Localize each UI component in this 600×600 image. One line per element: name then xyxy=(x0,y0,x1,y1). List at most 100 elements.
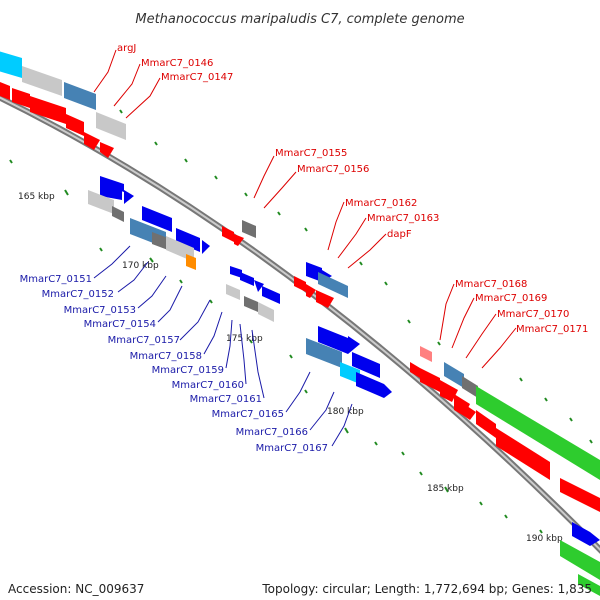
gene-red[interactable] xyxy=(464,404,476,420)
gene-darkgrey[interactable] xyxy=(244,296,258,312)
gene-blue[interactable] xyxy=(142,206,172,232)
gene-blue[interactable] xyxy=(202,240,210,254)
gene-red[interactable] xyxy=(30,96,66,124)
gene-grey[interactable] xyxy=(258,302,274,322)
tick-track-outer xyxy=(87,95,593,444)
gene-cluster-0168 xyxy=(410,346,600,512)
gene-label-0151[interactable]: MmarC7_0151 xyxy=(20,274,92,285)
gene-label-0153[interactable]: MmarC7_0153 xyxy=(64,305,136,316)
gene-darkgrey[interactable] xyxy=(462,376,478,398)
gene-label-0147[interactable]: MmarC7_0147 xyxy=(161,72,233,83)
map-title: Methanococcus maripaludis C7, complete g… xyxy=(135,12,464,27)
scale-label-170: 170 kbp xyxy=(122,261,159,271)
gene-blue[interactable] xyxy=(572,522,590,546)
scale-label-180: 180 kbp xyxy=(327,407,364,417)
gene-grey[interactable] xyxy=(22,66,62,96)
gene-red[interactable] xyxy=(306,284,316,298)
gene-label-0171[interactable]: MmarC7_0171 xyxy=(516,324,588,335)
accession-text: Accession: NC_009637 xyxy=(8,582,145,596)
gene-grey[interactable] xyxy=(88,190,114,214)
gene-label-0170[interactable]: MmarC7_0170 xyxy=(497,309,569,320)
gene-red[interactable] xyxy=(12,88,30,108)
gene-cluster-190 xyxy=(560,522,600,596)
gene-red[interactable] xyxy=(294,276,306,292)
gene-cluster-0165 xyxy=(306,326,392,398)
gene-label-0152[interactable]: MmarC7_0152 xyxy=(42,289,114,300)
gene-blue[interactable] xyxy=(352,352,380,378)
gene-green[interactable] xyxy=(560,540,600,580)
scale-label-165: 165 kbp xyxy=(18,192,55,202)
gene-cluster-0157 xyxy=(226,266,280,322)
gene-red[interactable] xyxy=(66,114,84,136)
gene-cluster-0162 xyxy=(294,262,348,308)
gene-blue[interactable] xyxy=(356,372,384,398)
gene-darkgrey[interactable] xyxy=(152,232,168,250)
gene-red[interactable] xyxy=(0,80,10,100)
gene-steelblue[interactable] xyxy=(306,338,342,368)
gene-pink[interactable] xyxy=(420,346,432,362)
gene-label-dapF[interactable]: dapF xyxy=(387,229,412,240)
gene-label-0158[interactable]: MmarC7_0158 xyxy=(130,351,202,362)
gene-orange[interactable] xyxy=(186,254,196,270)
gene-blue[interactable] xyxy=(384,384,392,398)
gene-blue[interactable] xyxy=(590,532,600,546)
gene-label-0159[interactable]: MmarC7_0159 xyxy=(152,365,224,376)
gene-label-0160[interactable]: MmarC7_0160 xyxy=(172,380,244,391)
gene-label-0146[interactable]: MmarC7_0146 xyxy=(141,58,213,69)
gene-red[interactable] xyxy=(410,362,420,378)
gene-red[interactable] xyxy=(440,380,458,402)
gene-blue[interactable] xyxy=(318,326,348,354)
topology-text: Topology: circular; Length: 1,772,694 bp… xyxy=(262,582,592,596)
gene-darkgrey[interactable] xyxy=(112,206,124,222)
gene-label-0167[interactable]: MmarC7_0167 xyxy=(256,443,328,454)
gene-red[interactable] xyxy=(420,368,440,392)
gene-red[interactable] xyxy=(316,290,334,308)
gene-red[interactable] xyxy=(84,132,100,150)
gene-cluster-0151 xyxy=(88,176,210,270)
gene-label-0154[interactable]: MmarC7_0154 xyxy=(84,319,156,330)
gene-blue[interactable] xyxy=(254,280,264,292)
gene-steelblue[interactable] xyxy=(318,272,348,298)
gene-red[interactable] xyxy=(234,234,244,246)
gene-label-0161[interactable]: MmarC7_0161 xyxy=(190,394,262,405)
gene-grey[interactable] xyxy=(96,112,126,140)
gene-label-0163[interactable]: MmarC7_0163 xyxy=(367,213,439,224)
scale-label-185: 185 kbp xyxy=(427,484,464,494)
gene-label-0157[interactable]: MmarC7_0157 xyxy=(108,335,180,346)
gene-darkgrey[interactable] xyxy=(242,220,256,238)
gene-red[interactable] xyxy=(222,226,234,242)
gene-blue[interactable] xyxy=(240,272,254,286)
gene-label-0166[interactable]: MmarC7_0166 xyxy=(236,427,308,438)
gene-red[interactable] xyxy=(496,428,550,480)
gene-label-0165[interactable]: MmarC7_0165 xyxy=(212,409,284,420)
leader-lines-red xyxy=(93,49,517,369)
tick-track-inner xyxy=(9,159,543,534)
gene-green[interactable] xyxy=(476,386,600,480)
gene-label-0155[interactable]: MmarC7_0155 xyxy=(275,148,347,159)
gene-grey[interactable] xyxy=(226,284,240,300)
gene-red[interactable] xyxy=(476,410,496,438)
gene-blue[interactable] xyxy=(100,180,122,200)
gene-steelblue[interactable] xyxy=(444,362,464,388)
gene-label-0156[interactable]: MmarC7_0156 xyxy=(297,164,369,175)
gene-blue[interactable] xyxy=(262,286,280,304)
gene-blue[interactable] xyxy=(348,336,360,354)
scale-label-175: 175 kbp xyxy=(226,334,263,344)
gene-label-argJ[interactable]: argJ xyxy=(117,43,136,54)
gene-steelblue[interactable] xyxy=(64,82,96,110)
gene-blue[interactable] xyxy=(176,228,200,252)
gene-red[interactable] xyxy=(560,478,600,512)
gene-labels-red: argJ MmarC7_0146 MmarC7_0147 MmarC7_0155… xyxy=(117,43,588,335)
gene-label-0168[interactable]: MmarC7_0168 xyxy=(455,279,527,290)
gene-green[interactable] xyxy=(578,574,600,596)
gene-label-0169[interactable]: MmarC7_0169 xyxy=(475,293,547,304)
gene-cyan[interactable] xyxy=(340,362,360,384)
gene-blue[interactable] xyxy=(230,266,242,278)
gene-blue[interactable] xyxy=(124,190,134,204)
gene-cyan[interactable] xyxy=(0,50,22,78)
gene-label-0162[interactable]: MmarC7_0162 xyxy=(345,198,417,209)
gene-cluster-0155 xyxy=(222,220,256,246)
gene-red[interactable] xyxy=(100,142,114,158)
